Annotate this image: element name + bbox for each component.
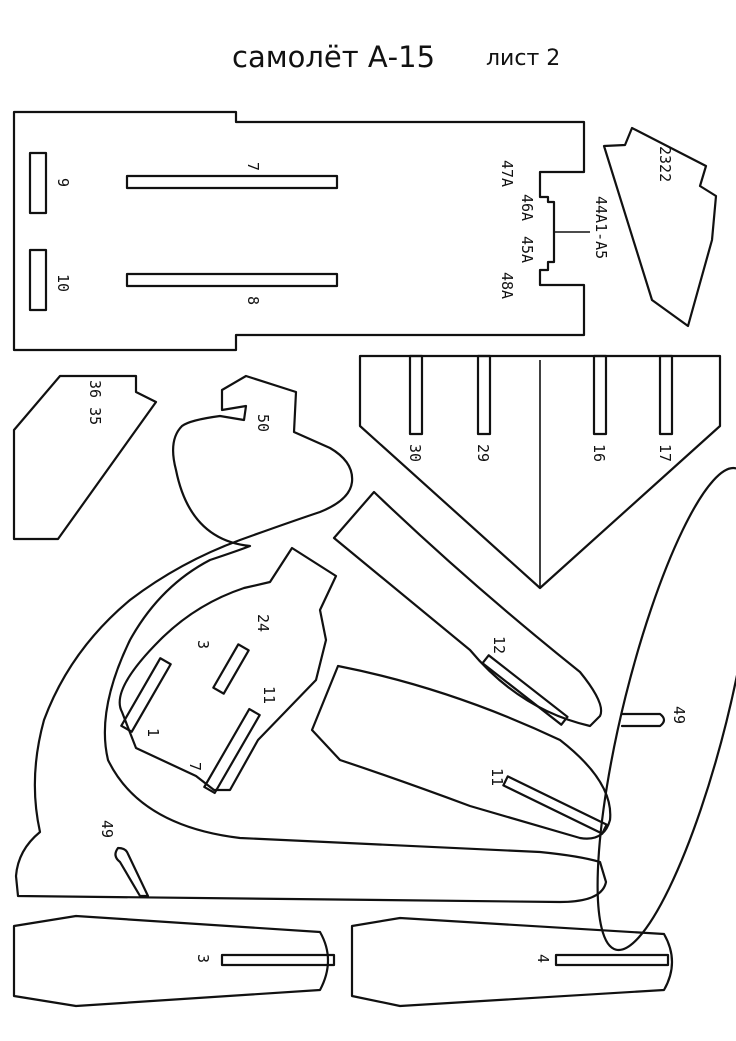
label-9: 9 [54, 178, 72, 187]
slot-9 [28, 151, 48, 215]
part-curved-base [14, 374, 608, 904]
label-8-top: 8 [244, 296, 262, 305]
sheet-number: лист 2 [486, 46, 561, 71]
label-2322: 2322 [656, 146, 674, 182]
part-11 [310, 664, 612, 840]
label-49-left: 49 [98, 820, 116, 838]
label-49-oval: 49 [670, 706, 688, 724]
label-46a: 46А [518, 194, 536, 221]
part-strip-4 [350, 916, 674, 1008]
label-29: 29 [474, 444, 492, 462]
part-23-22 [602, 126, 718, 328]
sheet-header: самолёт А-15 лист 2 [0, 40, 736, 80]
part-fuselage-plate [12, 110, 590, 352]
label-7-top: 7 [244, 162, 262, 171]
label-24: 24 [254, 614, 272, 632]
label-4-strip: 4 [534, 954, 552, 963]
label-11-inner: 11 [260, 686, 278, 704]
label-3-strip: 3 [194, 954, 212, 963]
label-45a: 45А [518, 236, 536, 263]
part-tail-surface [358, 354, 722, 590]
label-1: 1 [144, 728, 162, 737]
label-12: 12 [490, 636, 508, 654]
label-47a: 47А [498, 160, 516, 187]
label-3-inner: 3 [194, 640, 212, 649]
part-36-35 [12, 374, 158, 541]
part-49-oval [596, 466, 736, 952]
label-16: 16 [590, 444, 608, 462]
label-11-right: 11 [488, 768, 506, 786]
part-strip-3 [12, 914, 336, 1008]
label-50: 50 [254, 414, 272, 432]
slot-10 [28, 248, 48, 312]
slot-7 [125, 174, 339, 190]
part-12 [332, 490, 603, 728]
label-48a: 48А [498, 272, 516, 299]
label-7-inner: 7 [186, 762, 204, 771]
label-36-35: 36 35 [86, 380, 104, 425]
slot-8 [125, 272, 339, 288]
label-30: 30 [406, 444, 424, 462]
page-title: самолёт А-15 [232, 40, 436, 74]
label-10: 10 [54, 274, 72, 292]
label-17: 17 [656, 444, 674, 462]
label-44a1-a5: 44А1-А5 [592, 196, 610, 259]
